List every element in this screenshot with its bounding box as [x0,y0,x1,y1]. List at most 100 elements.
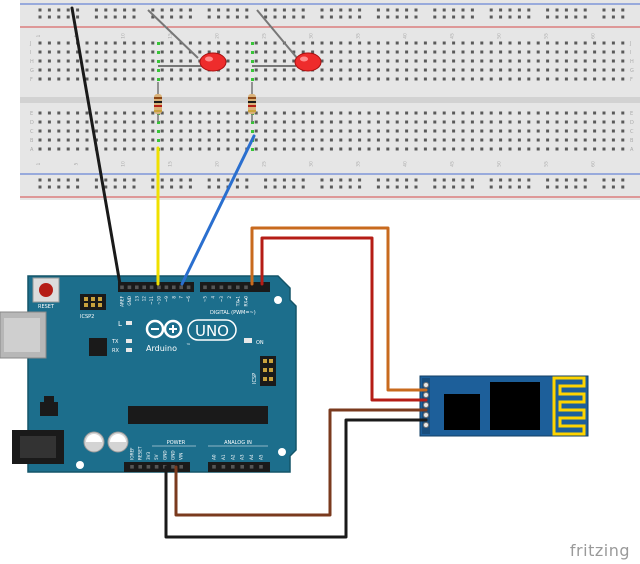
breadboard-hole [94,120,98,124]
breadboard-hole [452,111,456,115]
power-pin-label: GND [162,450,167,460]
breadboard-hole [536,77,540,81]
column-number: 60 [591,33,597,39]
rail-hole [207,15,211,19]
digital-pin-hole [135,285,139,290]
breadboard-hole [245,129,249,133]
breadboard-hole [226,50,230,54]
rail-hole [611,15,615,19]
rail-hole [602,185,606,189]
breadboard-hole [423,147,427,151]
breadboard-hole [508,111,512,115]
rail-hole [57,185,61,189]
breadboard-hole [593,77,597,81]
breadboard-hole [76,77,80,81]
breadboard-hole [546,68,550,72]
breadboard-hole [311,147,315,151]
breadboard-hole [527,147,531,151]
breadboard-hole [405,111,409,115]
breadboard-hole [348,129,352,133]
breadboard-hole [85,41,89,45]
breadboard-hole [57,147,61,151]
rail-hole [264,185,268,189]
rail-hole [405,15,409,19]
l-led-label: L [118,320,122,328]
rail-hole [546,185,550,189]
breadboard-hole [480,41,484,45]
breadboard-hole [123,147,127,151]
breadboard-hole [217,120,221,124]
rail-hole [104,15,108,19]
rail-hole [555,185,559,189]
digital-pin-label: 13 [134,296,139,302]
breadboard-hole [339,120,343,124]
breadboard-hole [621,111,625,115]
breadboard-hole [188,77,192,81]
breadboard-hole [367,68,371,72]
breadboard-hole [470,77,474,81]
breadboard-hole [170,111,174,115]
breadboard-hole [611,111,615,115]
breadboard-hole [621,41,625,45]
breadboard-hole [555,59,559,63]
rail-hole [94,178,98,182]
breadboard-hole [282,147,286,151]
breadboard-hole [574,138,578,142]
rail-hole [320,178,324,182]
breadboard-hole [301,147,305,151]
breadboard-hole [395,129,399,133]
breadboard-hole [442,129,446,133]
breadboard-hole [235,50,239,54]
breadboard-hole [376,138,380,142]
power-pin-label: 5V [154,454,159,460]
breadboard-hole [66,129,70,133]
rail-hole [151,8,155,12]
rail-hole [170,8,174,12]
digital-pin-hole [203,285,207,290]
reset-button-cap[interactable] [39,283,53,297]
breadboard-hole [621,120,625,124]
breadboard-hole [348,111,352,115]
tx-led-label: TX [111,339,119,345]
breadboard-hole [611,50,615,54]
digital-pin-hole [219,285,224,290]
icsp2-label: ICSP2 [80,314,94,320]
breadboard-hole [517,111,521,115]
breadboard-hole [329,129,333,133]
column-number: 50 [497,161,503,167]
rail-hole [517,178,521,182]
rail-hole [320,15,324,19]
column-number: 40 [403,33,409,39]
breadboard-hole [329,50,333,54]
breadboard-hole [433,59,437,63]
rail-hole [292,185,296,189]
breadboard-hole [104,50,108,54]
rail-hole [160,178,164,182]
icsp2-header [80,294,106,310]
breadboard-hole [461,147,465,151]
rail-hole [499,185,503,189]
breadboard-hole [123,120,127,124]
breadboard-hole [574,129,578,133]
breadboard-hole [141,50,145,54]
row-letter: H [30,59,34,65]
breadboard-hole [546,59,550,63]
rail-hole [47,178,51,182]
breadboard-hole [621,68,625,72]
breadboard-hole [132,68,136,72]
breadboard-hole [452,138,456,142]
breadboard-hole [104,68,108,72]
rail-hole [292,15,296,19]
power-pin-label: IOREF [130,447,135,460]
row-letter: I [630,50,631,56]
rail-hole [564,15,568,19]
breadboard-hole [151,138,155,142]
capacitor-top [86,434,102,442]
breadboard-hole [339,59,343,63]
rail-hole [499,15,503,19]
breadboard-hole [85,68,89,72]
reset-label: RESET [38,304,55,310]
rail-hole [207,8,211,12]
breadboard-hole [414,138,418,142]
